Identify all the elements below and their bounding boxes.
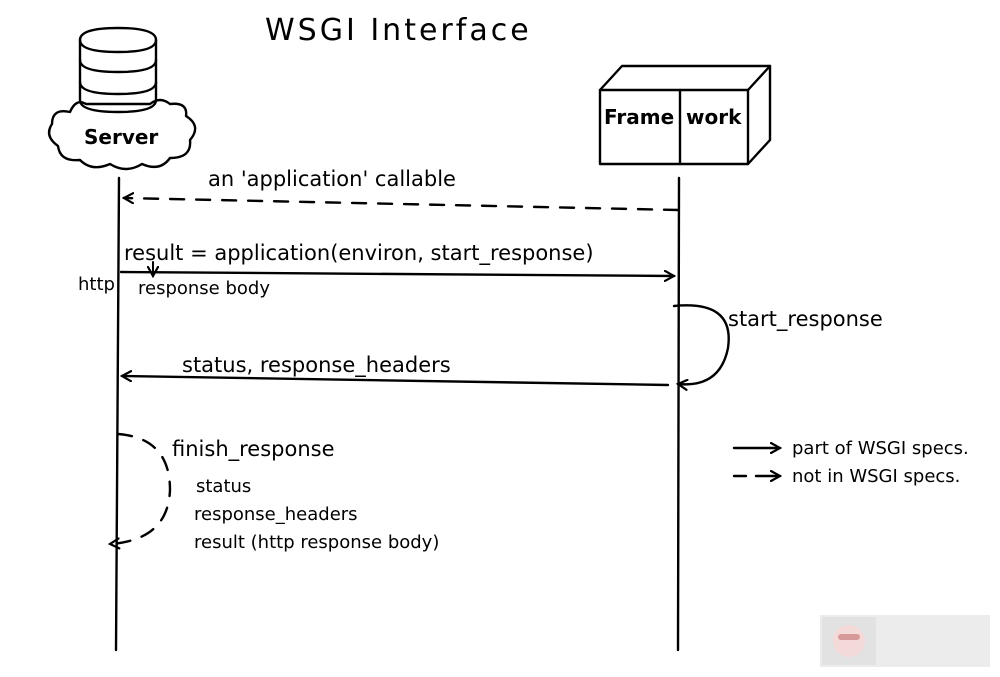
watermark-face-icon bbox=[833, 625, 865, 657]
legend-dashed-label: not in WSGI specs. bbox=[792, 466, 960, 487]
finish-response-label: finish_response bbox=[172, 437, 335, 462]
application-call-label: result = application(environ, start_resp… bbox=[124, 241, 594, 266]
application-callable-arrow bbox=[124, 198, 680, 212]
legend: part of WSGI specs. not in WSGI specs. bbox=[732, 438, 969, 487]
server-actor: Server bbox=[47, 26, 197, 171]
response-body-label: response body bbox=[138, 278, 270, 299]
finish-response-loop bbox=[110, 432, 172, 544]
framework-label-left: Frame bbox=[604, 105, 674, 129]
start-response-label: start_response bbox=[728, 307, 883, 332]
server-label: Server bbox=[84, 125, 158, 149]
finish-item-headers: response_headers bbox=[194, 504, 358, 525]
finish-item-status: status bbox=[196, 476, 251, 497]
framework-label-right: work bbox=[686, 105, 742, 129]
status-headers-arrow bbox=[122, 376, 670, 387]
legend-solid-label: part of WSGI specs. bbox=[792, 438, 969, 459]
start-response-loop bbox=[672, 304, 730, 384]
http-label: http bbox=[78, 274, 115, 295]
server-cloud-icon bbox=[47, 98, 197, 171]
server-lifeline bbox=[114, 176, 121, 652]
status-headers-label: status, response_headers bbox=[182, 353, 451, 378]
finish-item-result: result (http response body) bbox=[194, 532, 439, 553]
diagram-title: WSGI Interface bbox=[265, 13, 532, 48]
watermark bbox=[820, 615, 990, 667]
application-callable-label: an 'application' callable bbox=[208, 167, 456, 191]
application-call-arrow bbox=[119, 272, 674, 276]
framework-actor: Frame work bbox=[598, 64, 772, 166]
server-database-icon bbox=[78, 26, 158, 114]
framework-lifeline bbox=[676, 176, 681, 652]
